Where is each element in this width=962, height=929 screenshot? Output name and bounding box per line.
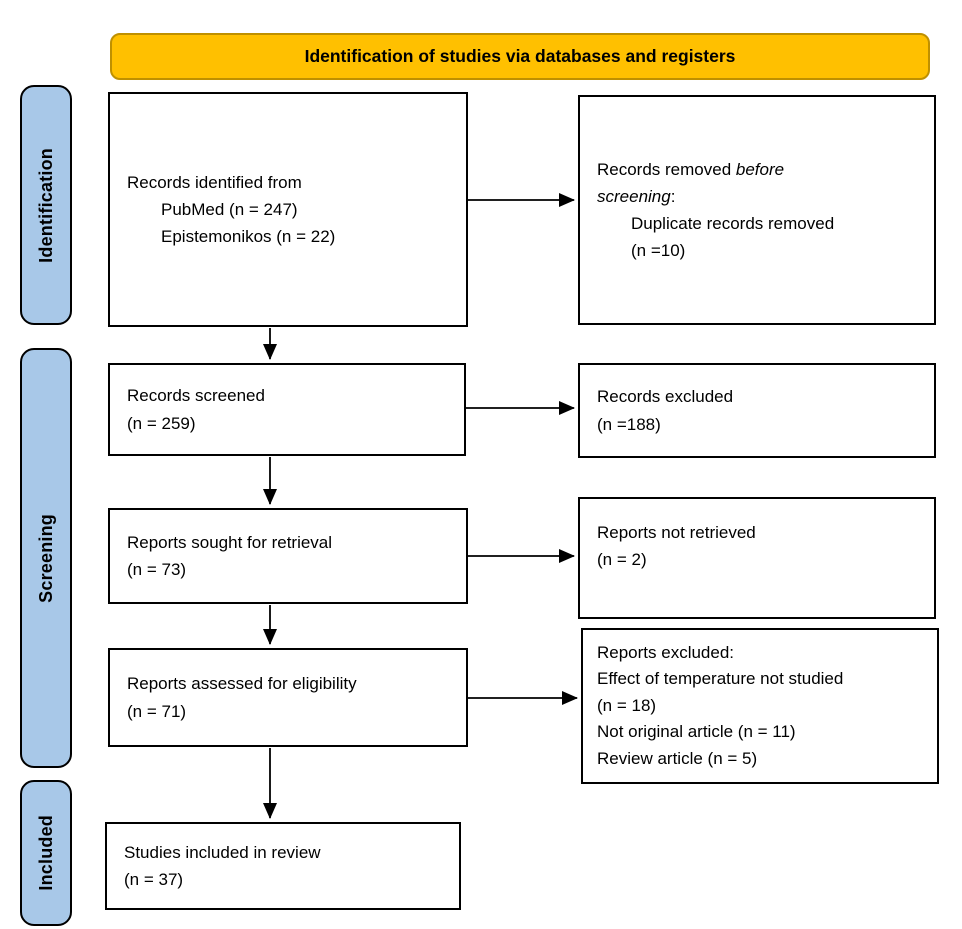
records-identified-source-pubmed: PubMed (n = 247) (161, 199, 298, 219)
studies-included-label: Studies included in review (124, 842, 321, 862)
box-records-identified: Records identified from PubMed (n = 247)… (108, 92, 468, 327)
records-screened-label: Records screened (127, 386, 265, 406)
reports-not-retrieved-label: Reports not retrieved (597, 523, 756, 542)
records-removed-duplicates: Duplicate records removed (631, 214, 835, 233)
records-excluded-count: (n =188) (597, 414, 661, 434)
box-studies-included: Studies included in review (n = 37) (105, 822, 461, 910)
box-reports-assessed: Reports assessed for eligibility (n = 71… (108, 648, 468, 747)
studies-included-count: (n = 37) (124, 870, 184, 889)
stage-screening: Screening (20, 348, 72, 768)
records-removed-line-1: Records removed before (597, 156, 922, 183)
stage-screening-label: Screening (35, 513, 56, 603)
box-reports-sought: Reports sought for retrieval (n = 73) (108, 508, 468, 604)
reports-assessed-label: Reports assessed for eligibility (127, 674, 357, 694)
records-excluded-label: Records excluded (597, 387, 734, 407)
records-removed-line-2: screening: (597, 183, 922, 210)
diagram-title-banner: Identification of studies via databases … (110, 33, 930, 80)
reports-assessed-count: (n = 71) (127, 701, 187, 721)
reports-excluded-reason-review: Review article (n = 5) (597, 748, 758, 768)
stage-identification-label: Identification (35, 147, 56, 263)
reports-excluded-reason-not-original: Not original article (n = 11) (597, 722, 796, 742)
box-reports-excluded: Reports excluded: Effect of temperature … (581, 628, 939, 784)
box-records-excluded: Records excluded (n =188) (578, 363, 936, 458)
stage-included-label: Included (35, 815, 56, 891)
reports-sought-label: Reports sought for retrieval (127, 532, 333, 552)
reports-excluded-reason-temperature-count: (n = 18) (597, 695, 657, 715)
records-screened-count: (n = 259) (127, 413, 196, 433)
reports-sought-count: (n = 73) (127, 560, 187, 579)
reports-not-retrieved-count: (n = 2) (597, 550, 647, 570)
box-records-screened: Records screened (n = 259) (108, 363, 466, 456)
records-identified-title: Records identified from (127, 172, 302, 192)
records-removed-prefix: Records removed (597, 159, 736, 179)
stage-identification: Identification (20, 85, 72, 325)
reports-excluded-title: Reports excluded: (597, 643, 735, 663)
box-reports-not-retrieved: Reports not retrieved (n = 2) (578, 497, 936, 619)
records-removed-italic-screening: screening (597, 186, 671, 206)
records-removed-italic-before: before (735, 159, 785, 179)
records-removed-suffix: : (670, 186, 676, 206)
records-removed-duplicates-count: (n =10) (631, 241, 686, 261)
records-identified-source-epistemonikos: Epistemonikos (n = 22) (161, 227, 336, 247)
diagram-title: Identification of studies via databases … (304, 46, 736, 66)
reports-excluded-reason-temperature: Effect of temperature not studied (597, 669, 844, 689)
stage-included: Included (20, 780, 72, 926)
box-records-removed: Records removed before screening: Duplic… (578, 95, 936, 325)
